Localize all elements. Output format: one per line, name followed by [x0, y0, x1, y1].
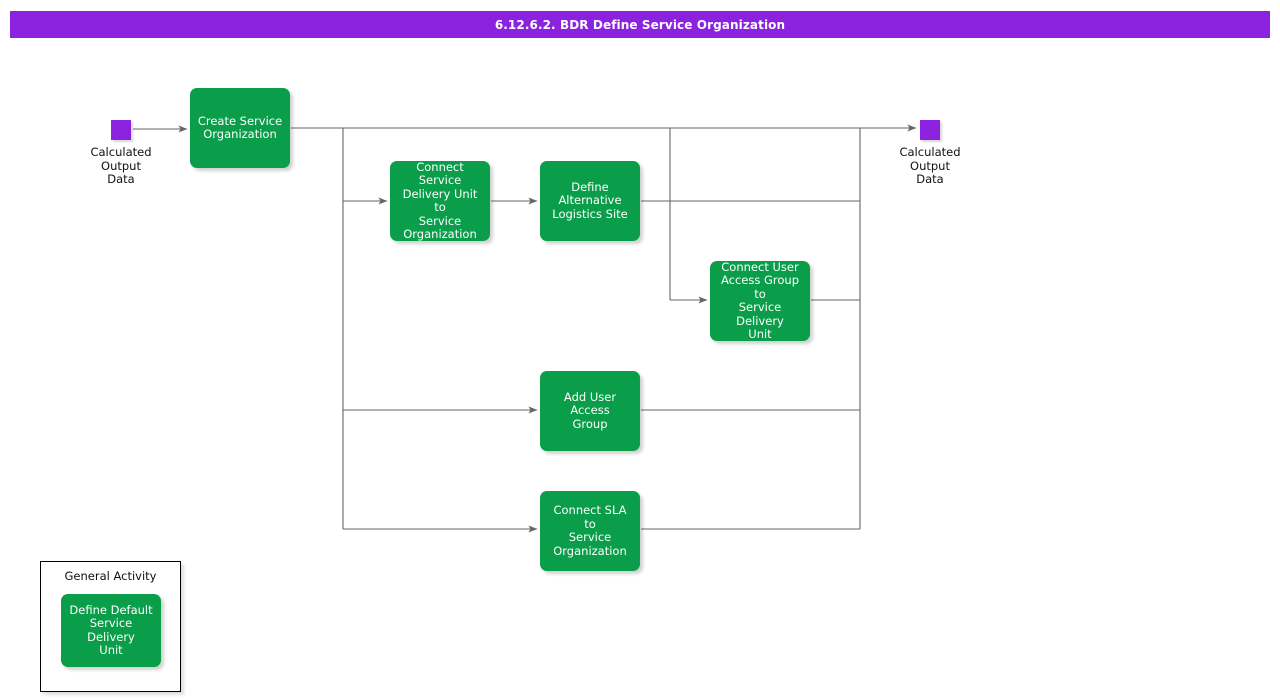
node-define-alternative-logistics-site[interactable]: Define Alternative Logistics Site	[540, 161, 640, 241]
legend-title: General Activity	[64, 569, 157, 583]
node-label: Define Default Service Delivery Unit	[69, 602, 153, 657]
page-title-bar: 6.12.6.2. BDR Define Service Organizatio…	[10, 11, 1270, 38]
node-create-service-organization[interactable]: Create Service Organization	[190, 88, 290, 168]
node-connect-sla-to-service-organization[interactable]: Connect SLA to Service Organization	[540, 491, 640, 571]
node-add-user-access-group[interactable]: Add User Access Group	[540, 371, 640, 451]
terminal-calculated-output-data-input[interactable]: Calculated Output Data	[89, 120, 153, 187]
legend-sample-node-define-default-service-delivery-unit[interactable]: Define Default Service Delivery Unit	[61, 594, 161, 667]
node-label: Define Alternative Logistics Site	[552, 179, 628, 221]
node-label: Create Service Organization	[197, 113, 283, 141]
node-label: Connect SLA to Service Organization	[553, 503, 627, 558]
node-label: Add User Access Group	[563, 389, 617, 431]
terminal-label-output: Calculated Output Data	[899, 145, 961, 186]
node-label: Connect Service Delivery Unit to Service…	[402, 159, 478, 241]
legend-panel: General Activity Define Default Service …	[40, 561, 181, 692]
node-connect-service-delivery-unit-to-service-organization[interactable]: Connect Service Delivery Unit to Service…	[390, 159, 490, 241]
page-title: 6.12.6.2. BDR Define Service Organizatio…	[494, 17, 786, 32]
node-connect-user-access-group-to-service-delivery-unit[interactable]: Connect User Access Group to Service Del…	[710, 259, 810, 341]
data-object-icon	[111, 120, 131, 140]
terminal-calculated-output-data-output[interactable]: Calculated Output Data	[898, 120, 962, 187]
terminal-label-input: Calculated Output Data	[90, 145, 152, 186]
data-object-icon	[920, 120, 940, 140]
node-label: Connect User Access Group to Service Del…	[720, 259, 800, 341]
